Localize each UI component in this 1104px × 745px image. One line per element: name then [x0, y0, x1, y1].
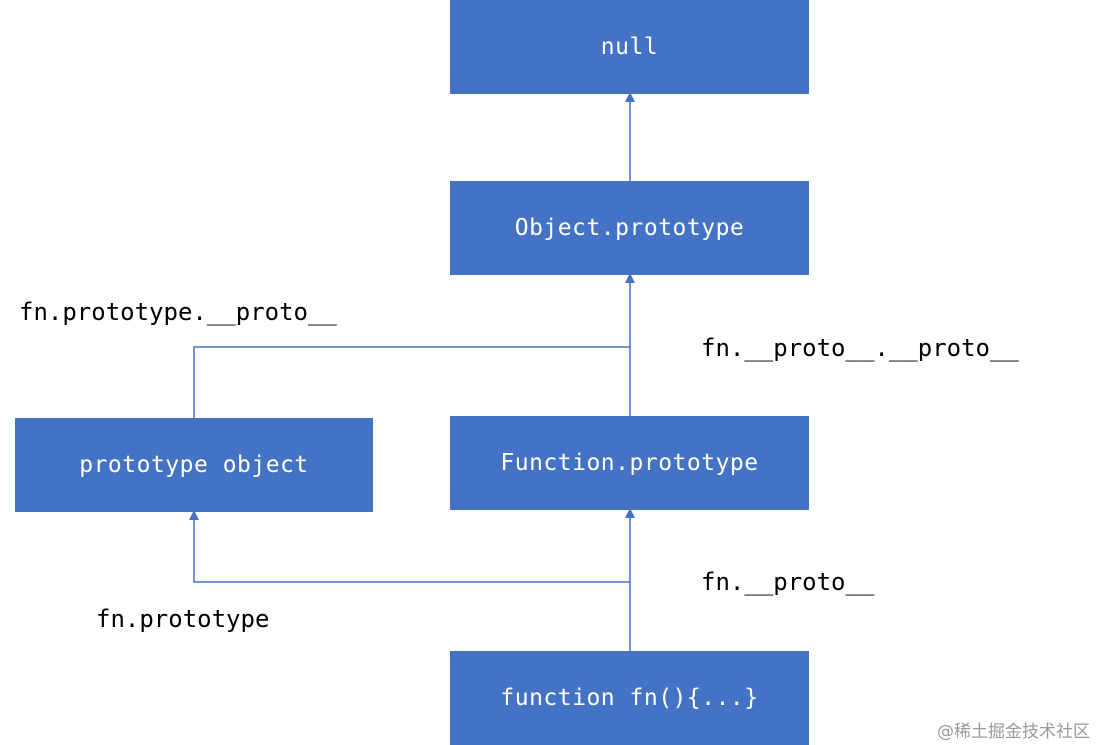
edge-prototype-object-to-object-prototype [193, 346, 630, 418]
watermark: @稀土掘金技术社区 [937, 722, 1090, 742]
edge-function-fn-to-prototype-object [189, 510, 630, 583]
node-function-prototype: Function.prototype [450, 416, 809, 510]
edge-label-fn-proto-proto: fn.__proto__.__proto__ [701, 334, 1019, 362]
node-function-fn: function fn(){...} [450, 651, 809, 745]
node-function-fn-label: function fn(){...} [500, 685, 759, 711]
node-null: null [450, 0, 809, 94]
node-object-prototype-label: Object.prototype [514, 215, 745, 241]
edge-label-fn-proto: fn.__proto__ [701, 568, 875, 596]
node-prototype-object: prototype object [15, 418, 373, 512]
node-prototype-object-label: prototype object [79, 452, 309, 478]
edge-label-fn-prototype: fn.prototype [96, 605, 270, 633]
node-null-label: null [600, 34, 659, 60]
node-object-prototype: Object.prototype [450, 181, 809, 275]
edge-label-fn-prototype-proto: fn.prototype.__proto__ [19, 298, 337, 326]
node-function-prototype-label: Function.prototype [500, 450, 759, 476]
